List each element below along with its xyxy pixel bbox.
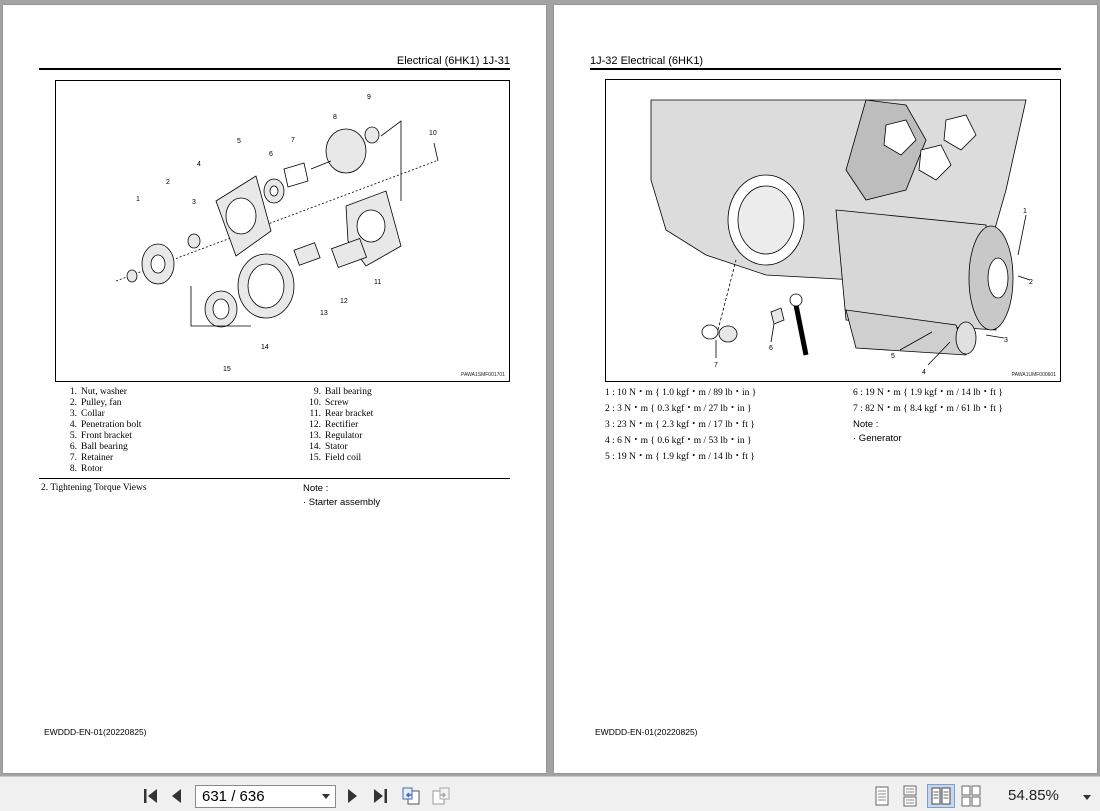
chevron-down-icon[interactable] <box>322 794 330 799</box>
note-item: · Generator <box>853 433 902 444</box>
torque-item: 5 : 19 N・m { 1.9 kgf・m / 14 lb・ft } <box>605 452 755 462</box>
single-page-icon[interactable] <box>870 785 894 807</box>
starter-torque-diagram: 1 2 3 4 5 6 7 PAWA1UMF000601 <box>605 79 1061 382</box>
legend-item: 3.Collar <box>69 409 105 419</box>
alternator-exploded-diagram: 1 2 3 4 5 6 7 8 9 10 11 12 13 14 15 PA <box>55 80 510 382</box>
callout-7: 7 <box>291 137 295 144</box>
legend-item: 6.Ball bearing <box>69 442 128 452</box>
last-page-icon[interactable] <box>368 785 392 807</box>
legend-item: 2.Pulley, fan <box>69 398 122 408</box>
note-title: Note : <box>853 419 879 430</box>
callout-3: 3 <box>192 199 196 206</box>
page-header: Electrical (6HK1) 1J-31 <box>396 55 510 67</box>
parts-legend-right: 9.Ball bearing 10.Screw 11.Rear bracket … <box>305 387 373 464</box>
callout-10: 10 <box>429 130 437 137</box>
viewer-toolbar <box>0 776 1100 811</box>
callout-3: 3 <box>1004 337 1008 344</box>
legend-item: 4.Penetration bolt <box>69 420 142 430</box>
document-viewport[interactable]: Electrical (6HK1) 1J-31 <box>0 0 1100 776</box>
legend-item: 9.Ball bearing <box>313 387 372 397</box>
note-block: Note : · Starter assembly <box>303 482 380 509</box>
callout-2: 2 <box>1029 279 1033 286</box>
torque-list-right: 6 : 19 N・m { 1.9 kgf・m / 14 lb・ft } 7 : … <box>853 385 1003 417</box>
pdf-page-right: 1J-32 Electrical (6HK1) <box>554 5 1097 773</box>
parts-legend-left: 1.Nut, washer 2.Pulley, fan 3.Collar 4.P… <box>61 387 142 475</box>
header-rule <box>39 68 510 70</box>
figure-code: PAWA1UMF000601 <box>1011 372 1056 378</box>
callout-8: 8 <box>333 114 337 121</box>
callout-4: 4 <box>922 369 926 376</box>
note-title: Note : <box>303 483 329 494</box>
callout-11: 11 <box>374 279 381 286</box>
legend-item: 15.Field coil <box>309 453 362 463</box>
legend-item: 8.Rotor <box>69 464 103 474</box>
legend-item: 10.Screw <box>309 398 349 408</box>
callout-5: 5 <box>237 138 241 145</box>
legend-item: 5.Front bracket <box>69 431 132 441</box>
callout-1: 1 <box>136 196 140 203</box>
note-item: · Starter assembly <box>303 497 381 508</box>
callout-7: 7 <box>714 362 718 369</box>
callout-4: 4 <box>197 161 201 168</box>
callout-13: 13 <box>320 310 328 317</box>
go-forward-view-icon[interactable] <box>428 785 454 807</box>
page-number-input[interactable]: 631 / 636 <box>195 785 336 808</box>
callout-12: 12 <box>340 298 348 305</box>
section-heading: 2. Tightening Torque Views <box>41 483 147 493</box>
callout-1: 1 <box>1023 208 1027 215</box>
callout-14: 14 <box>261 344 269 351</box>
next-page-icon[interactable] <box>341 785 363 807</box>
previous-page-icon[interactable] <box>166 785 188 807</box>
figure-code: PAWA1SMF001701 <box>460 372 505 378</box>
continuous-facing-icon[interactable] <box>958 785 984 807</box>
callout-2: 2 <box>166 179 170 186</box>
torque-item: 2 : 3 N・m { 0.3 kgf・m / 27 lb・in } <box>605 404 752 414</box>
legend-item: 14.Stator <box>309 442 348 452</box>
chevron-down-icon[interactable] <box>1083 795 1091 800</box>
header-rule <box>590 68 1061 70</box>
page-header: 1J-32 Electrical (6HK1) <box>590 55 704 67</box>
go-back-view-icon[interactable] <box>398 785 424 807</box>
torque-item: 1 : 10 N・m { 1.0 kgf・m / 89 lb・in } <box>605 388 757 398</box>
torque-item: 3 : 23 N・m { 2.3 kgf・m / 17 lb・ft } <box>605 420 755 430</box>
zoom-level[interactable]: 54.85% <box>1008 787 1059 804</box>
page-footer: EWDDD-EN-01(20220825) <box>44 727 147 737</box>
section-rule <box>39 478 510 479</box>
first-page-icon[interactable] <box>139 785 163 807</box>
alternator-illustration: 1 2 3 4 5 6 7 8 9 10 11 12 13 14 15 <box>115 94 439 373</box>
torque-item: 4 : 6 N・m { 0.6 kgf・m / 53 lb・in } <box>605 436 752 446</box>
legend-item: 7.Retainer <box>69 453 114 463</box>
legend-item: 11.Rear bracket <box>309 409 374 419</box>
legend-item: 13.Regulator <box>309 431 363 441</box>
callout-6: 6 <box>769 345 773 352</box>
note-block: Note : · Generator <box>853 418 902 445</box>
callout-9: 9 <box>367 94 371 101</box>
legend-item: 12.Rectifier <box>309 420 359 430</box>
torque-list-left: 1 : 10 N・m { 1.0 kgf・m / 89 lb・in } 2 : … <box>605 385 756 465</box>
facing-icon[interactable] <box>927 784 955 808</box>
pdf-page-left: Electrical (6HK1) 1J-31 <box>3 5 546 773</box>
page-footer: EWDDD-EN-01(20220825) <box>595 727 698 737</box>
callout-15: 15 <box>223 366 231 373</box>
legend-item: 1.Nut, washer <box>69 387 127 397</box>
continuous-icon[interactable] <box>898 785 922 807</box>
page-indicator: 631 / 636 <box>202 788 265 805</box>
starter-illustration: 1 2 3 4 5 6 7 <box>650 99 1033 376</box>
callout-5: 5 <box>891 353 895 360</box>
torque-item: 7 : 82 N・m { 8.4 kgf・m / 61 lb・ft } <box>853 404 1003 414</box>
torque-item: 6 : 19 N・m { 1.9 kgf・m / 14 lb・ft } <box>853 388 1003 398</box>
callout-6: 6 <box>269 151 273 158</box>
